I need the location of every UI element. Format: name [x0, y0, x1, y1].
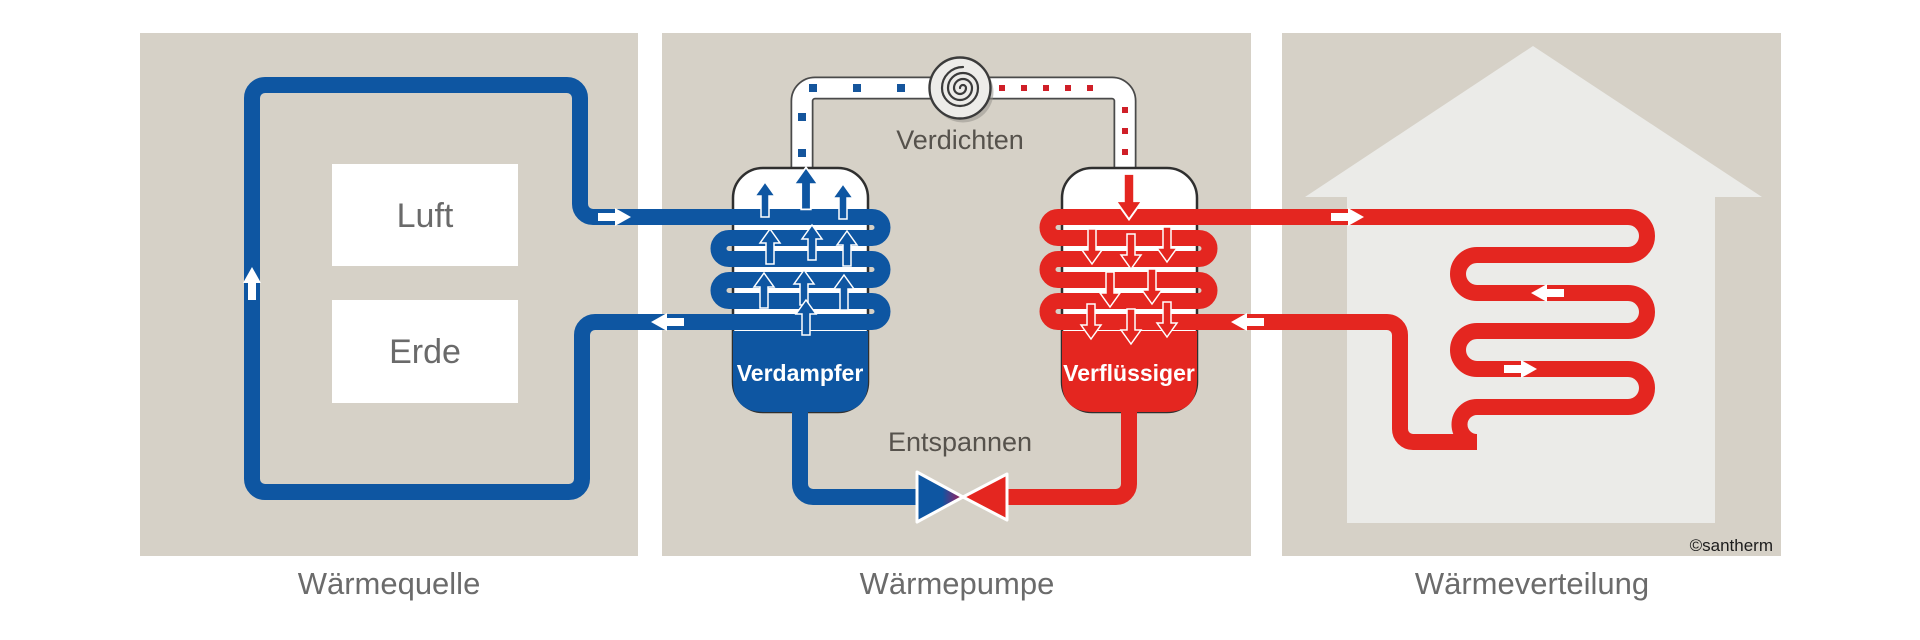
source-box-luft: Luft [332, 164, 518, 266]
expansion-valve-icon [915, 470, 1009, 524]
condenser-outlet-pipe [1006, 404, 1137, 505]
compressor-spiral-icon [928, 56, 994, 123]
caption-heat-source: Wärmequelle [298, 566, 481, 601]
erde-label: Erde [389, 333, 461, 371]
heating-circuit-pipe [1039, 209, 1655, 450]
watermark: ©santherm [1690, 536, 1773, 555]
evaporator-label: Verdampfer [737, 360, 864, 386]
caption-heat-distribution: Wärmeverteilung [1415, 566, 1649, 601]
luft-label: Luft [397, 197, 454, 235]
cold-gas-dots [798, 84, 905, 157]
expand-label: Entspannen [888, 427, 1032, 457]
hot-gas-dots [999, 85, 1128, 155]
source-box-erde: Erde [332, 300, 518, 403]
caption-heat-pump: Wärmepumpe [860, 566, 1055, 601]
evaporator-outlet-pipe [792, 404, 924, 505]
compress-label: Verdichten [896, 125, 1024, 155]
condenser-label: Verflüssiger [1063, 360, 1195, 386]
source-circuit-pipe [244, 77, 891, 500]
panel-heat-source [140, 33, 638, 556]
